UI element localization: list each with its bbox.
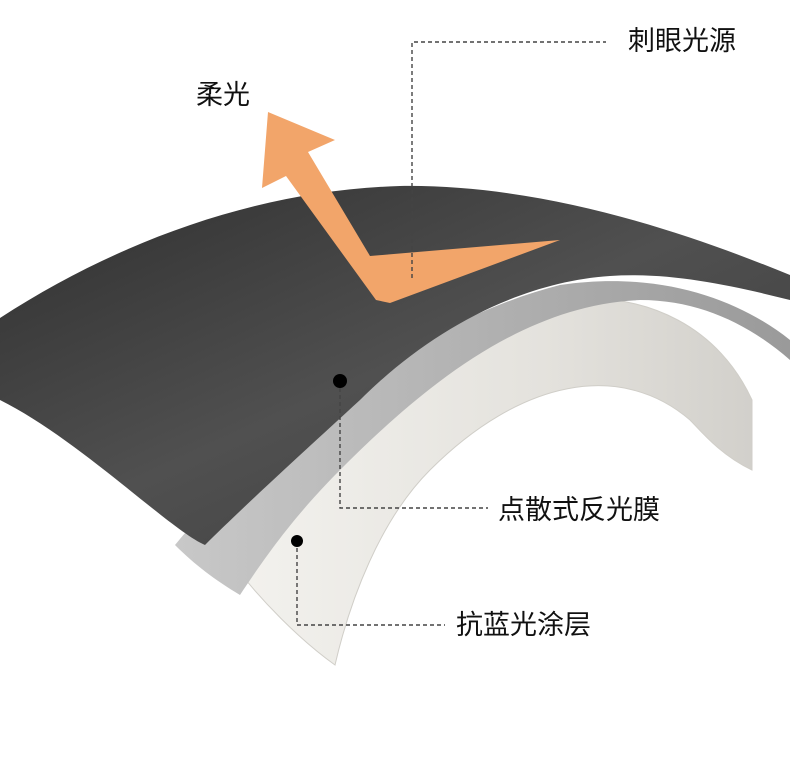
anti-blue-coating-leader-line bbox=[296, 541, 445, 626]
anti-blue-coating-label: 抗蓝光涂层 bbox=[456, 610, 591, 641]
glare-source-label: 刺眼光源 bbox=[628, 26, 736, 57]
soft-light-arrow-icon bbox=[262, 112, 560, 303]
dot-film-marker bbox=[333, 374, 347, 388]
dot-film-label: 点散式反光膜 bbox=[498, 495, 660, 526]
soft-light-label: 柔光 bbox=[196, 80, 250, 111]
dot-reflective-film-layer bbox=[0, 185, 790, 545]
dot-film-leader-line bbox=[339, 381, 488, 509]
glare-source-leader-line bbox=[411, 41, 606, 278]
anti-blue-coating-marker bbox=[291, 535, 303, 547]
